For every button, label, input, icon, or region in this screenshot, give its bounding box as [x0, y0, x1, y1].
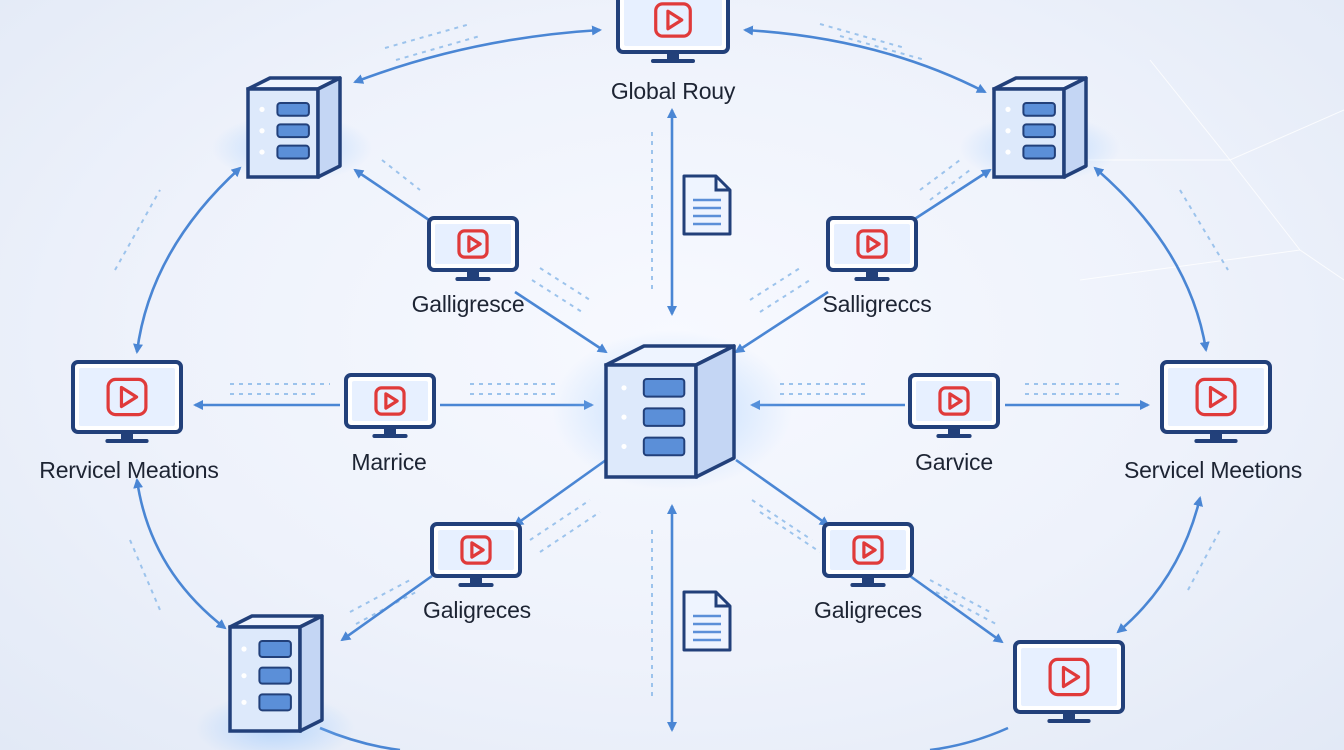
label-upper-right-inner: Salligreccs: [822, 291, 932, 317]
monitor-play-icon: [616, 0, 730, 63]
monitor-play-icon: [908, 373, 1000, 438]
label-lower-left-inner: Galigreces: [423, 597, 531, 623]
dashed-streak: [935, 591, 997, 625]
dashed-streak: [129, 539, 161, 611]
dashed-streak: [759, 279, 811, 313]
dashed-streak: [929, 579, 991, 613]
document-icon: [682, 174, 732, 236]
server-icon: [604, 344, 736, 479]
dashed-streak: [749, 267, 801, 301]
dashed-streak: [349, 579, 411, 613]
label-right-inner: Garvice: [915, 449, 993, 475]
monitor-play-icon: [344, 373, 436, 438]
connection-arrow: [513, 458, 607, 527]
connection-arrow: [909, 168, 992, 224]
monitor-play-icon: [427, 216, 519, 281]
connection-arrow: [340, 574, 433, 642]
curved-connection-arrow: [133, 166, 242, 354]
connection-arrow: [353, 168, 433, 224]
dashed-streak: [759, 511, 821, 553]
dashed-streak: [539, 511, 601, 553]
dashed-streak: [839, 35, 926, 61]
document-icon: [682, 590, 732, 652]
dashed-streak: [381, 159, 421, 191]
monitor-play-icon: [71, 360, 183, 443]
connection-arrow: [909, 574, 1004, 644]
dashed-streak: [819, 23, 906, 49]
monitor-play-icon: [1013, 640, 1125, 723]
documents: [682, 174, 732, 652]
dashed-streak: [384, 23, 471, 49]
server-icon: [992, 76, 1088, 179]
dashed-streak: [1179, 189, 1229, 271]
curved-connection-arrow: [133, 478, 227, 630]
curved-connection-arrow: [1116, 496, 1203, 634]
monitor-play-icon: [1160, 360, 1272, 443]
dashed-streak: [1187, 529, 1221, 591]
label-top: Global Rouy: [610, 78, 736, 104]
server-icon: [246, 76, 342, 179]
monitors: [71, 0, 1272, 723]
connection-arrow: [735, 458, 830, 527]
servers: [228, 76, 1088, 733]
dashed-streak: [355, 591, 417, 625]
curved-connection-arrow: [1093, 166, 1210, 352]
dashed-streak: [114, 189, 161, 271]
curved-connection-arrow: [353, 25, 602, 84]
dashed-streak: [529, 499, 591, 541]
dashed-streak: [919, 159, 961, 191]
label-lower-right-inner: Galigreces: [814, 597, 922, 623]
label-right-outer: Servicel Meetions: [1123, 457, 1303, 483]
dashed-streak: [531, 279, 583, 313]
dashed-streak: [539, 267, 591, 301]
dashed-streak: [751, 499, 813, 541]
label-upper-left-inner: Galligresce: [411, 291, 525, 317]
label-left-outer: Rervicel Meations: [39, 457, 219, 483]
curved-connection-arrow: [743, 25, 987, 94]
monitor-play-icon: [822, 522, 914, 587]
label-left-inner: Marrice: [351, 449, 427, 475]
curved-connection-arrow: [929, 726, 1009, 750]
monitor-play-icon: [430, 522, 522, 587]
server-icon: [228, 614, 324, 733]
connection-arrow: [514, 290, 608, 354]
connection-arrow: [734, 290, 829, 354]
monitor-play-icon: [826, 216, 918, 281]
